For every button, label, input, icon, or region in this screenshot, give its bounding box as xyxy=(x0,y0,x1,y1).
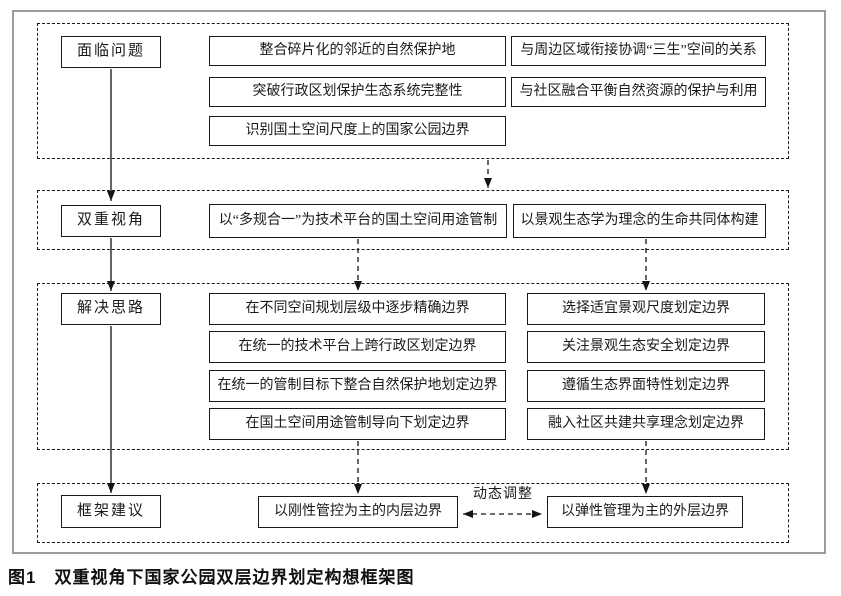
problem-admin-divisions: 突破行政区划保护生态系统完整性 xyxy=(209,77,506,107)
section-problems xyxy=(37,23,789,159)
idea-landscape-scale: 选择适宜景观尺度划定边界 xyxy=(527,293,765,325)
label-perspectives: 双重视角 xyxy=(61,205,161,237)
label-proposal: 框架建议 xyxy=(61,495,161,528)
section-proposal xyxy=(37,483,789,543)
label-ideas: 解决思路 xyxy=(61,293,161,325)
perspective-land-use-control: 以“多规合一”为技术平台的国土空间用途管制 xyxy=(209,204,507,238)
proposal-outer-boundary: 以弹性管理为主的外层边界 xyxy=(547,496,743,528)
problem-community-balance: 与社区融合平衡自然资源的保护与利用 xyxy=(511,77,766,107)
figure-caption: 图1 双重视角下国家公园双层边界划定构想框架图 xyxy=(8,568,415,587)
problem-fragmented-areas: 整合碎片化的邻近的自然保护地 xyxy=(209,36,506,66)
section-ideas xyxy=(37,283,789,450)
idea-integrate-areas: 在统一的管制目标下整合自然保护地划定边界 xyxy=(209,370,506,402)
dynamic-adjust-label: 动态调整 xyxy=(473,487,533,502)
problem-sansheng-space: 与周边区域衔接协调“三生”空间的关系 xyxy=(511,36,766,66)
idea-community-share: 融入社区共建共享理念划定边界 xyxy=(527,408,765,440)
idea-planning-levels: 在不同空间规划层级中逐步精确边界 xyxy=(209,293,506,325)
label-problems: 面临问题 xyxy=(61,36,161,68)
idea-ecological-security: 关注景观生态安全划定边界 xyxy=(527,331,765,363)
perspective-landscape-ecology: 以景观生态学为理念的生命共同体构建 xyxy=(513,204,766,238)
idea-ecological-interface: 遵循生态界面特性划定边界 xyxy=(527,370,765,402)
problem-identify-boundary: 识别国土空间尺度上的国家公园边界 xyxy=(209,116,506,146)
section-perspectives xyxy=(37,190,789,250)
idea-cross-admin: 在统一的技术平台上跨行政区划定边界 xyxy=(209,331,506,363)
proposal-inner-boundary: 以刚性管控为主的内层边界 xyxy=(258,496,458,528)
idea-use-control-oriented: 在国土空间用途管制导向下划定边界 xyxy=(209,408,506,440)
